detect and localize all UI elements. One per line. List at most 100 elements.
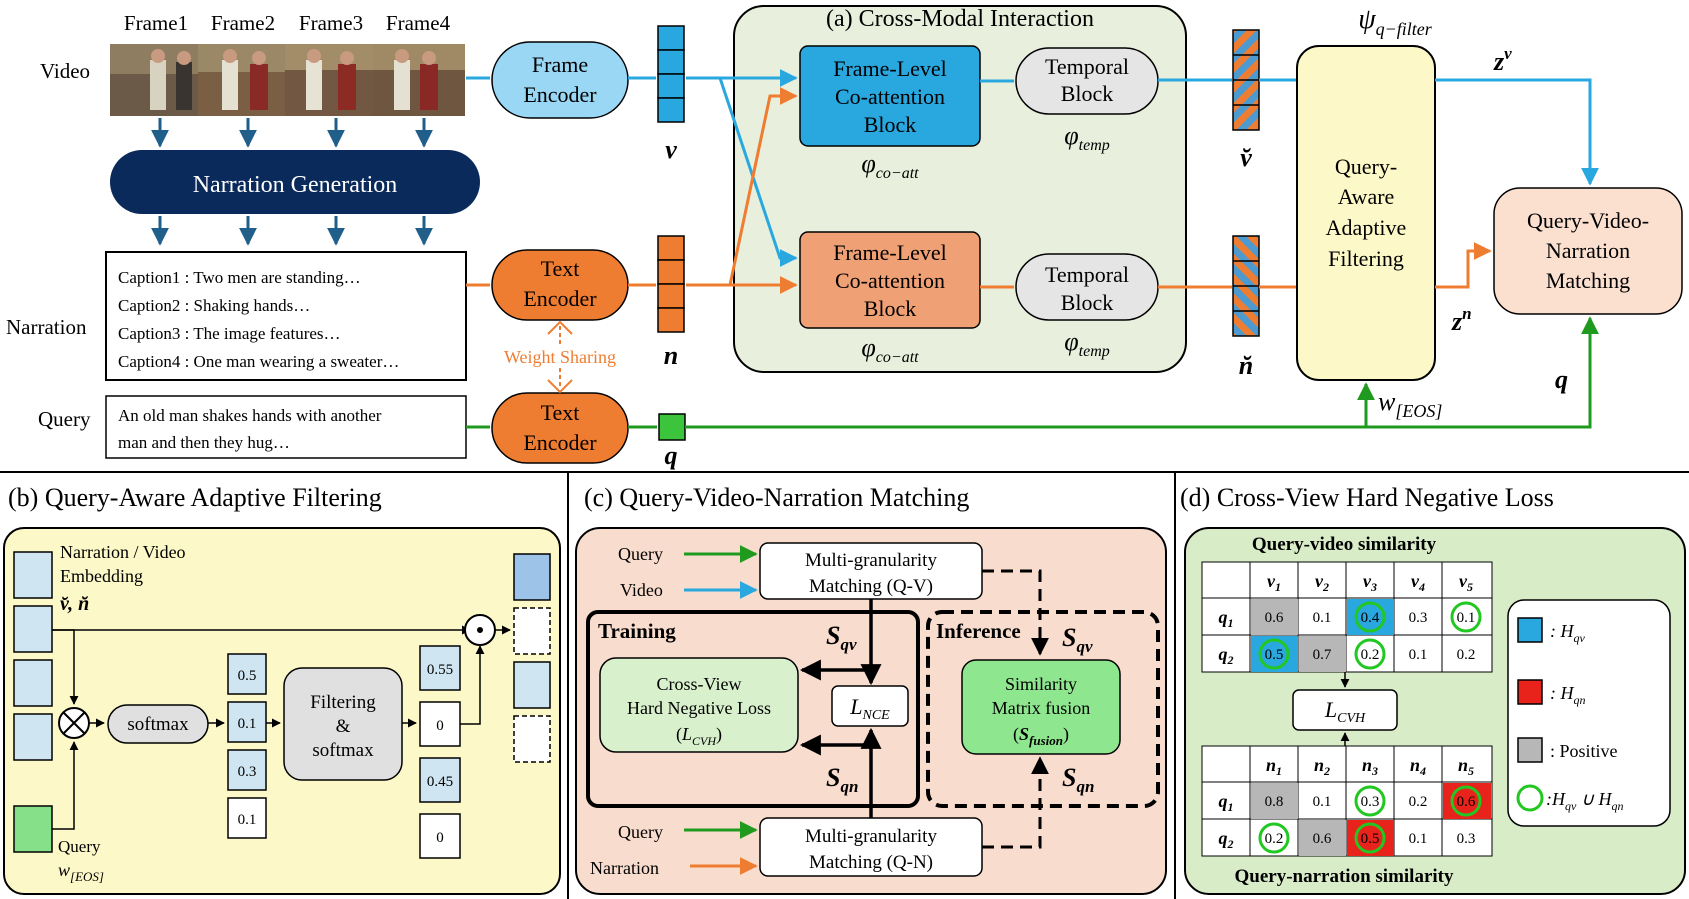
coatt-narration-label-3: Block — [864, 296, 917, 321]
video-frame-4 — [373, 44, 465, 116]
qv-row-1: q1 — [1219, 607, 1234, 630]
query-text-box — [105, 395, 467, 459]
panel-b-weos: w[EOS] — [58, 860, 104, 884]
phi-coatt-video: φco−att — [861, 149, 919, 182]
qv-col-4: v4 — [1411, 571, 1425, 594]
qv-col-5: v5 — [1459, 571, 1473, 594]
filtering-label-2: & — [336, 716, 351, 737]
qn-row-1: q1 — [1219, 791, 1234, 814]
right-value-4: 0 — [436, 830, 444, 846]
zv-label: zv — [1493, 44, 1512, 76]
frame-label-4: Frame4 — [386, 11, 451, 35]
psi-label: ψq−filter — [1358, 4, 1433, 39]
coatt-video-label-3: Block — [864, 112, 917, 137]
training-label: Training — [598, 619, 676, 643]
temporal-narration-label-1: Temporal — [1045, 262, 1129, 287]
query-text-line2: man and then they hug… — [118, 433, 290, 452]
coatt-video-label-2: Co-attention — [835, 84, 945, 109]
cross-modal-title: (a) Cross-Modal Interaction — [826, 6, 1094, 32]
qv-cell: 0.3 — [1409, 610, 1428, 626]
n-vector — [657, 235, 685, 333]
qv-table: v1 v2 v3 v4 v5 q1 q2 0.6 0.1 0.4 0.3 0.1… — [1201, 561, 1493, 673]
mgm-qn-label-2: Matching (Q-N) — [809, 852, 933, 873]
zn-label: zn — [1451, 304, 1472, 336]
s-qv-training: Sqv — [826, 621, 857, 654]
q-vector — [658, 413, 686, 441]
cross-modal-flows — [686, 69, 1232, 294]
video-frame-2 — [198, 44, 285, 116]
cvh-box — [599, 657, 799, 753]
panel-c-input-narration: Narration — [590, 858, 659, 878]
w-eos-label: w[EOS] — [1378, 387, 1442, 421]
right-values: 0.55 0 0.45 0 — [419, 645, 461, 859]
query-embed — [13, 805, 53, 853]
n-breve-symbol: n̆ — [1239, 351, 1253, 380]
qv-cell: 0.2 — [1361, 647, 1380, 663]
legend-union-marker — [1516, 784, 1544, 812]
legend-hqv: : Hqv — [1550, 621, 1586, 645]
text-encoder-narration-label-1: Text — [541, 256, 580, 281]
qn-col-5: n5 — [1458, 755, 1474, 778]
lnce-label: LNCE — [849, 694, 890, 723]
phi-temp-narration: φtemp — [1064, 327, 1110, 360]
legend-hqn: : Hqn — [1550, 683, 1586, 707]
lcvh-label: LCVH — [1324, 697, 1366, 726]
qn-table: n1 n2 n3 n4 n5 q1 q2 0.8 0.1 0.3 0.2 0.6… — [1201, 745, 1493, 857]
row-label-video: Video — [40, 59, 90, 83]
frame-to-generation-arrows — [151, 118, 433, 246]
embedding-stack — [13, 551, 53, 761]
frame-encoder — [491, 41, 629, 119]
cvh-label-2: Hard Negative Loss — [627, 698, 771, 718]
qaaf-label-1: Query- — [1335, 154, 1397, 179]
embed-label-2: Embedding — [60, 566, 143, 586]
legend-positive-swatch — [1517, 737, 1543, 763]
text-encoder-query-label-1: Text — [541, 400, 580, 425]
s-qn-training: Sqn — [826, 763, 858, 796]
inference-box — [926, 610, 1160, 808]
qn-cell: 0.1 — [1409, 831, 1428, 847]
left-value-1: 0.5 — [238, 668, 257, 684]
narration-generation-box — [110, 150, 480, 214]
qv-col-2: v2 — [1315, 571, 1329, 594]
legend-positive: : Positive — [1550, 741, 1618, 761]
mgm-qv-label-2: Matching (Q-V) — [809, 576, 933, 597]
legend-hqn-swatch — [1517, 679, 1543, 705]
sim-fusion-box — [961, 659, 1121, 755]
embed-symbols: v̆, n̆ — [60, 593, 89, 615]
temporal-video-label-2: Block — [1061, 81, 1114, 106]
left-value-4: 0.1 — [238, 812, 257, 828]
mgm-qv-label-1: Multi-granularity — [805, 550, 937, 571]
coatt-narration-label-2: Co-attention — [835, 268, 945, 293]
qv-cell: 0.1 — [1313, 610, 1332, 626]
qv-cell: 0.7 — [1313, 647, 1332, 663]
frame-label-3: Frame3 — [299, 11, 363, 35]
qvnm-label-2: Narration — [1546, 238, 1630, 263]
filtering-label-1: Filtering — [310, 692, 376, 713]
text-encoder-query-label-2: Encoder — [523, 430, 597, 455]
s-qn-inference: Sqn — [1062, 763, 1094, 796]
v-vector — [657, 25, 685, 123]
qv-col-1: v1 — [1267, 571, 1281, 594]
qn-cell: 0.3 — [1361, 794, 1380, 810]
training-box — [586, 610, 920, 808]
coatt-narration-label-1: Frame-Level — [833, 240, 947, 265]
caption-4: Caption4 : One man wearing a sweater… — [118, 352, 399, 371]
v-symbol: v — [665, 135, 677, 164]
filtering-box — [283, 667, 403, 781]
cvh-label-1: Cross-View — [657, 674, 742, 694]
embed-label-1: Narration / Video — [60, 542, 186, 562]
panel-c-input-video: Video — [620, 580, 663, 600]
mgm-qn-label-1: Multi-granularity — [805, 826, 937, 847]
weight-sharing-label: Weight Sharing — [504, 347, 616, 367]
left-values: 0.5 0.1 0.3 0.1 — [227, 653, 267, 839]
phi-temp-video: φtemp — [1064, 121, 1110, 154]
legend-union: :Hqv ∪ Hqn — [1546, 789, 1624, 813]
qvnm-box — [1493, 187, 1683, 315]
sim-fusion-label-2: Matrix fusion — [992, 698, 1091, 718]
panel-b-title: (b) Query-Aware Adaptive Filtering — [8, 483, 382, 512]
qv-cell: 0.1 — [1457, 610, 1476, 626]
narration-generation-label: Narration Generation — [193, 172, 398, 198]
zv-arrow — [1435, 78, 1599, 186]
